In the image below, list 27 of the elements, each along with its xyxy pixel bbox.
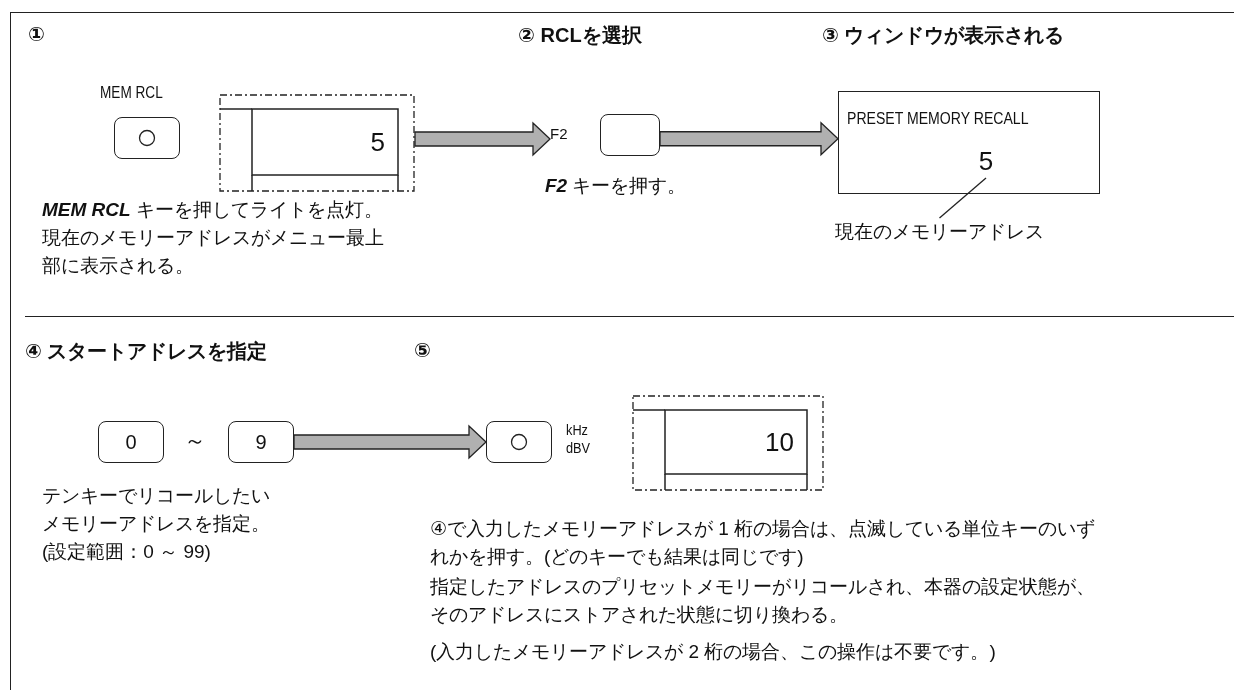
block-arrow	[293, 424, 487, 460]
key-button: 9	[228, 421, 294, 463]
display-value: 10	[765, 427, 794, 458]
tilde-symbol: ～	[184, 427, 206, 455]
key-label: F2	[550, 125, 568, 142]
step-heading: ③ ウィンドウが表示される	[822, 23, 1065, 48]
step-heading: ⑤	[414, 338, 431, 362]
instruction-text: 指定したアドレスのプリセットメモリーがリコールされ、本器の設定状態が、そのアドレスにストアされた状態に切り換わる。	[430, 575, 1096, 627]
instruction-text: MEM RCL キーを押してライトを点灯。現在のメモリーアドレスがメニュー最上部に表示される。	[42, 198, 384, 278]
window-box	[838, 91, 1100, 194]
block-arrow	[414, 121, 551, 157]
step-heading: ② RCLを選択	[518, 23, 642, 48]
key-button: 0	[98, 421, 164, 463]
callout-text: 現在のメモリーアドレス	[835, 218, 1044, 246]
instruction-text: (入力したメモリーアドレスが 2 桁の場合、この操作は不要です。)	[430, 640, 997, 664]
instruction-text: テンキーでリコールしたいメモリーアドレスを指定。(設定範囲：0 ～ 99)	[42, 484, 271, 564]
step-heading: ①	[28, 22, 45, 46]
key-label: MEM RCL	[100, 84, 163, 102]
window-title: PRESET MEMORY RECALL	[847, 110, 1029, 128]
display-value: 5	[370, 127, 385, 158]
instruction-text: F2 キーを押す。	[545, 174, 687, 198]
instruction-text: ④で入力したメモリーアドレスが 1 桁の場合は、点滅している単位キーのいずれかを押す。(どのキーでも結果は同じです)	[430, 517, 1097, 569]
leader-line	[938, 177, 987, 219]
block-arrow	[659, 121, 839, 157]
step-heading: ④ スタートアドレスを指定	[25, 339, 268, 364]
display-value: 5	[974, 144, 998, 178]
unit-label: kHz dBV	[566, 421, 592, 457]
